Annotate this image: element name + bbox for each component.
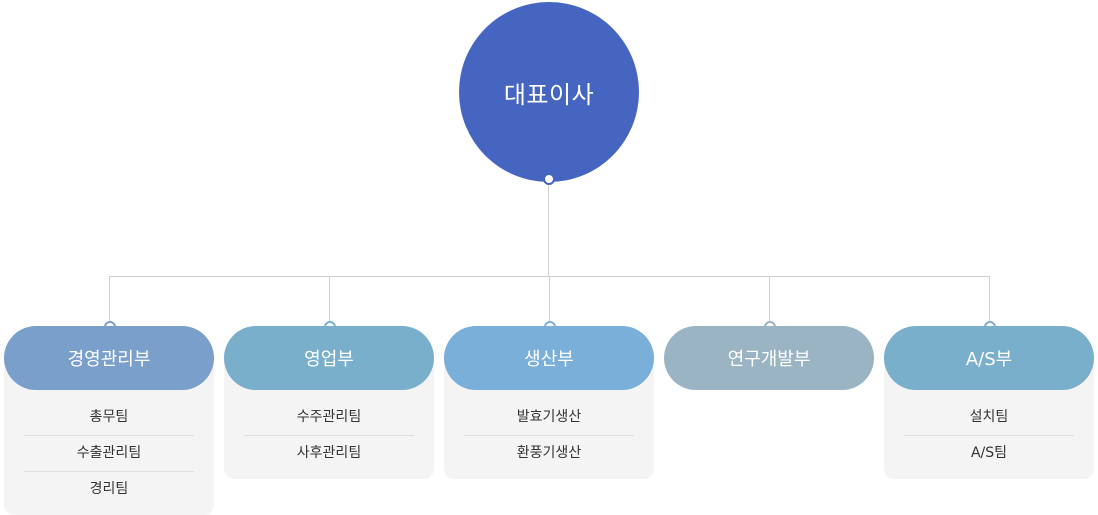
team-item: 사후관리팀 bbox=[296, 445, 362, 461]
dept-connector-1 bbox=[109, 276, 110, 326]
ceo-connector-dot bbox=[543, 173, 555, 185]
ceo-connector bbox=[548, 182, 549, 276]
dept-as: A/S부 설치팀 A/S팀 bbox=[884, 326, 1094, 479]
dept-research: 연구개발부 bbox=[664, 326, 874, 390]
team-item: 환풍기생산 bbox=[516, 445, 582, 461]
dept-label-research: 연구개발부 bbox=[727, 349, 811, 370]
dept-connector-4 bbox=[769, 276, 770, 326]
dept-connector-3 bbox=[549, 276, 550, 326]
dept-label-as: A/S부 bbox=[965, 349, 1013, 370]
dept-header-management: 경영관리부 bbox=[4, 326, 214, 390]
dept-sales: 영업부 수주관리팀 사후관리팀 bbox=[224, 326, 434, 479]
dept-management: 경영관리부 총무팀 수출관리팀 경리팀 bbox=[4, 326, 214, 515]
dept-label-management: 경영관리부 bbox=[67, 349, 151, 370]
dept-header-as: A/S부 bbox=[884, 326, 1094, 390]
team-item: 수주관리팀 bbox=[244, 400, 414, 436]
team-item: 설치팀 bbox=[904, 400, 1074, 436]
dept-header-sales: 영업부 bbox=[224, 326, 434, 390]
ceo-label: 대표이사 bbox=[503, 80, 595, 109]
team-item: 경리팀 bbox=[89, 481, 129, 497]
dept-production: 생산부 발효기생산 환풍기생산 bbox=[444, 326, 654, 479]
dept-header-research: 연구개발부 bbox=[664, 326, 874, 390]
team-item: 총무팀 bbox=[24, 400, 194, 436]
dept-connector-2 bbox=[329, 276, 330, 326]
dept-label-production: 생산부 bbox=[524, 349, 574, 370]
dept-connector-5 bbox=[989, 276, 990, 326]
ceo-node: 대표이사 bbox=[459, 2, 639, 182]
team-item: 발효기생산 bbox=[464, 400, 634, 436]
dept-label-sales: 영업부 bbox=[304, 349, 354, 370]
team-item: A/S팀 bbox=[970, 445, 1008, 461]
team-item: 수출관리팀 bbox=[24, 436, 194, 472]
dept-header-production: 생산부 bbox=[444, 326, 654, 390]
